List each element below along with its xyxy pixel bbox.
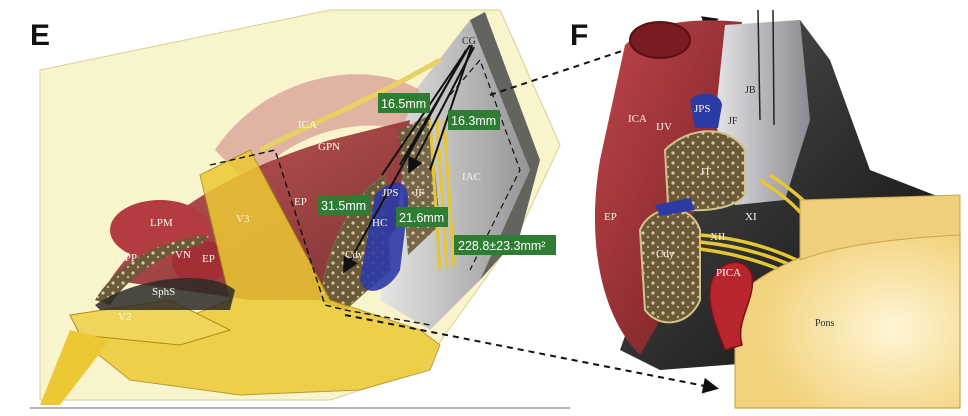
exposure-outline (209, 149, 431, 326)
label-v2: V2 (118, 311, 131, 323)
label-gpn: GPN (318, 141, 340, 153)
ica-vessel (215, 74, 420, 185)
panel-e: 16.5mm 16.3mm 31.5mm 21.6mm 228.8±23.3mm… (30, 9, 570, 409)
sphs-sinus (95, 278, 235, 310)
label-ep-e: EP (294, 196, 307, 208)
v2-tail (40, 330, 110, 405)
brainstem-upper (799, 194, 961, 261)
measure-badge-4: 21.6mm (396, 207, 448, 227)
panel-f: ICA IJV JPS JB JF JT EP XI XII Cdy PICA … (570, 9, 961, 409)
label-v3: V3 (236, 213, 250, 225)
cdy-bone-f (638, 208, 701, 324)
dark-side (470, 12, 540, 280)
label-cdy-e: Cdy (345, 249, 364, 261)
label-sphs: SphS (152, 286, 175, 298)
label-pica: PICA (716, 267, 741, 279)
measure-badge-5: 228.8±23.3mm² (454, 235, 556, 255)
label-cg: CG (462, 36, 476, 47)
measurement-arrows (343, 44, 475, 274)
ep-small-muscle (172, 240, 228, 284)
label-iac: IAC (462, 171, 481, 183)
label-pons: Pons (815, 318, 835, 329)
label-vn: VN (175, 249, 191, 261)
measure-21-6: 21.6mm (399, 211, 444, 225)
instrument-line-1 (757, 9, 761, 121)
label-jf-f: JF (728, 116, 738, 127)
measure-16-5: 16.5mm (381, 97, 426, 111)
panel-letter-f: F (570, 19, 588, 52)
label-ica-f: ICA (628, 113, 647, 125)
measure-badge-3: 31.5mm (318, 195, 370, 215)
label-xii: XII (710, 231, 726, 243)
label-jps-e: JPS (382, 187, 399, 199)
label-ijv: IJV (656, 121, 672, 133)
ica-lumen (629, 21, 691, 59)
label-hc: HC (372, 217, 387, 229)
measure-badge-2: 16.3mm (448, 110, 500, 130)
instrument-line-2 (772, 9, 775, 126)
label-ep-small: EP (202, 253, 215, 265)
measure-16-3: 16.3mm (451, 114, 496, 128)
label-ep-f: EP (604, 211, 617, 223)
bone-strip-left (95, 235, 210, 305)
gpn-nerve (258, 57, 442, 153)
label-jps-f: JPS (694, 103, 711, 115)
cdy-blue-cap (655, 198, 695, 216)
measure-31-5: 31.5mm (321, 199, 366, 213)
label-xi: XI (745, 211, 757, 223)
label-jf-e: JF (414, 187, 424, 199)
panel-letter-e: E (30, 19, 50, 52)
label-jb: JB (745, 85, 756, 96)
jps-f (690, 93, 722, 128)
label-lpp: LPP (118, 252, 137, 264)
measure-badge-1: 16.5mm (378, 93, 430, 113)
label-ica-e: ICA (298, 119, 317, 131)
label-jt: JT (700, 166, 711, 178)
label-cdy-f: Cdy (656, 248, 675, 260)
connector-arrows (344, 16, 719, 394)
pica-vessel (708, 261, 754, 351)
measure-area: 228.8±23.3mm² (458, 239, 545, 253)
label-lpm: LPM (150, 217, 173, 229)
